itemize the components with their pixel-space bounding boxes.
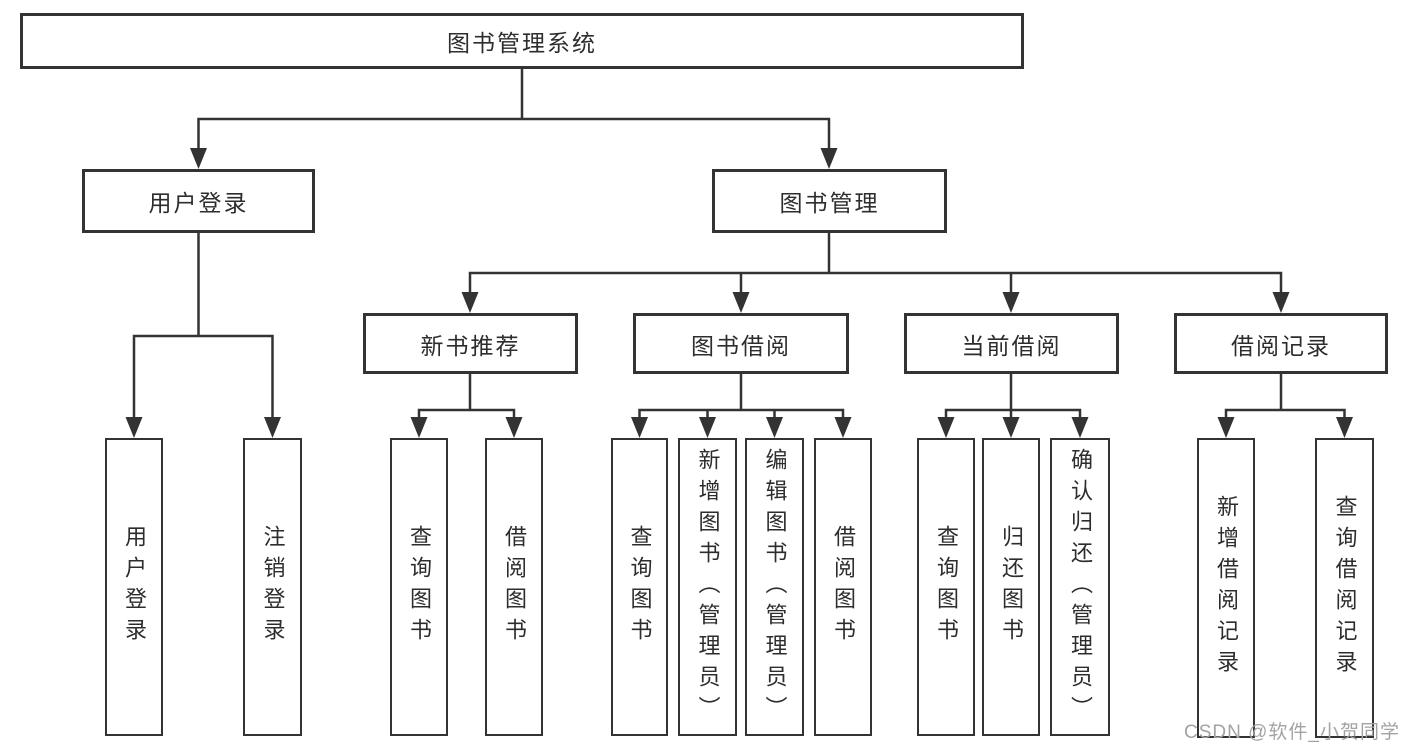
leaf-label: 查询借阅记录 xyxy=(1332,495,1358,681)
arrowhead-icon xyxy=(834,417,852,438)
leaf-label: 借阅图书 xyxy=(502,525,527,649)
arrowhead-icon xyxy=(125,417,143,438)
arrowhead-icon xyxy=(1336,417,1353,438)
leaf-query-books-borrow: 查询图书 xyxy=(611,438,668,736)
leaf-query-borrow-record: 查询借阅记录 xyxy=(1315,438,1374,738)
leaf-label: 查询图书 xyxy=(934,525,959,649)
leaf-label: 用户登录 xyxy=(122,525,147,649)
leaf-logout: 注销登录 xyxy=(243,438,302,736)
node-book-management: 图书管理 xyxy=(712,169,947,233)
node-book-borrow: 图书借阅 xyxy=(633,313,849,374)
leaf-label: 确认归还（管理员） xyxy=(1068,447,1093,727)
arrowhead-icon xyxy=(264,417,281,438)
leaf-query-books-current: 查询图书 xyxy=(917,438,975,736)
arrowhead-icon xyxy=(1071,417,1089,438)
arrowhead-icon xyxy=(190,148,207,169)
arrowhead-icon xyxy=(820,148,838,169)
node-root: 图书管理系统 xyxy=(20,13,1024,69)
arrowhead-icon xyxy=(1272,292,1290,313)
leaf-label: 查询图书 xyxy=(407,525,432,649)
node-current-borrow: 当前借阅 xyxy=(904,313,1119,374)
arrowhead-icon xyxy=(937,417,955,438)
leaf-confirm-return-admin: 确认归还（管理员） xyxy=(1050,438,1110,736)
leaf-label: 查询图书 xyxy=(627,525,653,649)
leaf-label: 新增图书（管理员） xyxy=(695,447,721,727)
arrowheads xyxy=(125,148,1353,438)
arrowhead-icon xyxy=(766,417,783,438)
leaf-borrow-books-recommend: 借阅图书 xyxy=(485,438,543,736)
arrowhead-icon xyxy=(410,417,428,438)
arrowhead-icon xyxy=(1217,417,1235,438)
leaf-label: 归还图书 xyxy=(999,525,1024,649)
arrowhead-icon xyxy=(1002,292,1020,313)
node-borrow-records: 借阅记录 xyxy=(1174,313,1388,374)
arrowhead-icon xyxy=(732,292,750,313)
leaf-add-borrow-record: 新增借阅记录 xyxy=(1197,438,1255,738)
watermark: CSDN @软件_小贺同学 xyxy=(1184,722,1400,743)
arrowhead-icon xyxy=(699,417,716,438)
leaf-borrow-books: 借阅图书 xyxy=(814,438,872,736)
leaf-user-login: 用户登录 xyxy=(105,438,163,736)
leaf-query-books-recommend: 查询图书 xyxy=(390,438,448,736)
arrowhead-icon xyxy=(461,292,479,313)
arrowhead-icon xyxy=(505,417,523,438)
node-user-login: 用户登录 xyxy=(82,169,315,233)
leaf-return-books: 归还图书 xyxy=(982,438,1040,736)
node-new-book-recommend: 新书推荐 xyxy=(363,313,578,374)
leaf-add-book-admin: 新增图书（管理员） xyxy=(678,438,737,736)
arrowhead-icon xyxy=(1002,417,1020,438)
leaf-label: 编辑图书（管理员） xyxy=(762,447,788,727)
leaf-label: 新增借阅记录 xyxy=(1214,495,1239,681)
connector-paths xyxy=(132,69,1346,417)
arrowhead-icon xyxy=(631,417,648,438)
leaf-edit-book-admin: 编辑图书（管理员） xyxy=(745,438,804,736)
leaf-label: 注销登录 xyxy=(260,525,286,649)
leaf-label: 借阅图书 xyxy=(831,525,856,649)
